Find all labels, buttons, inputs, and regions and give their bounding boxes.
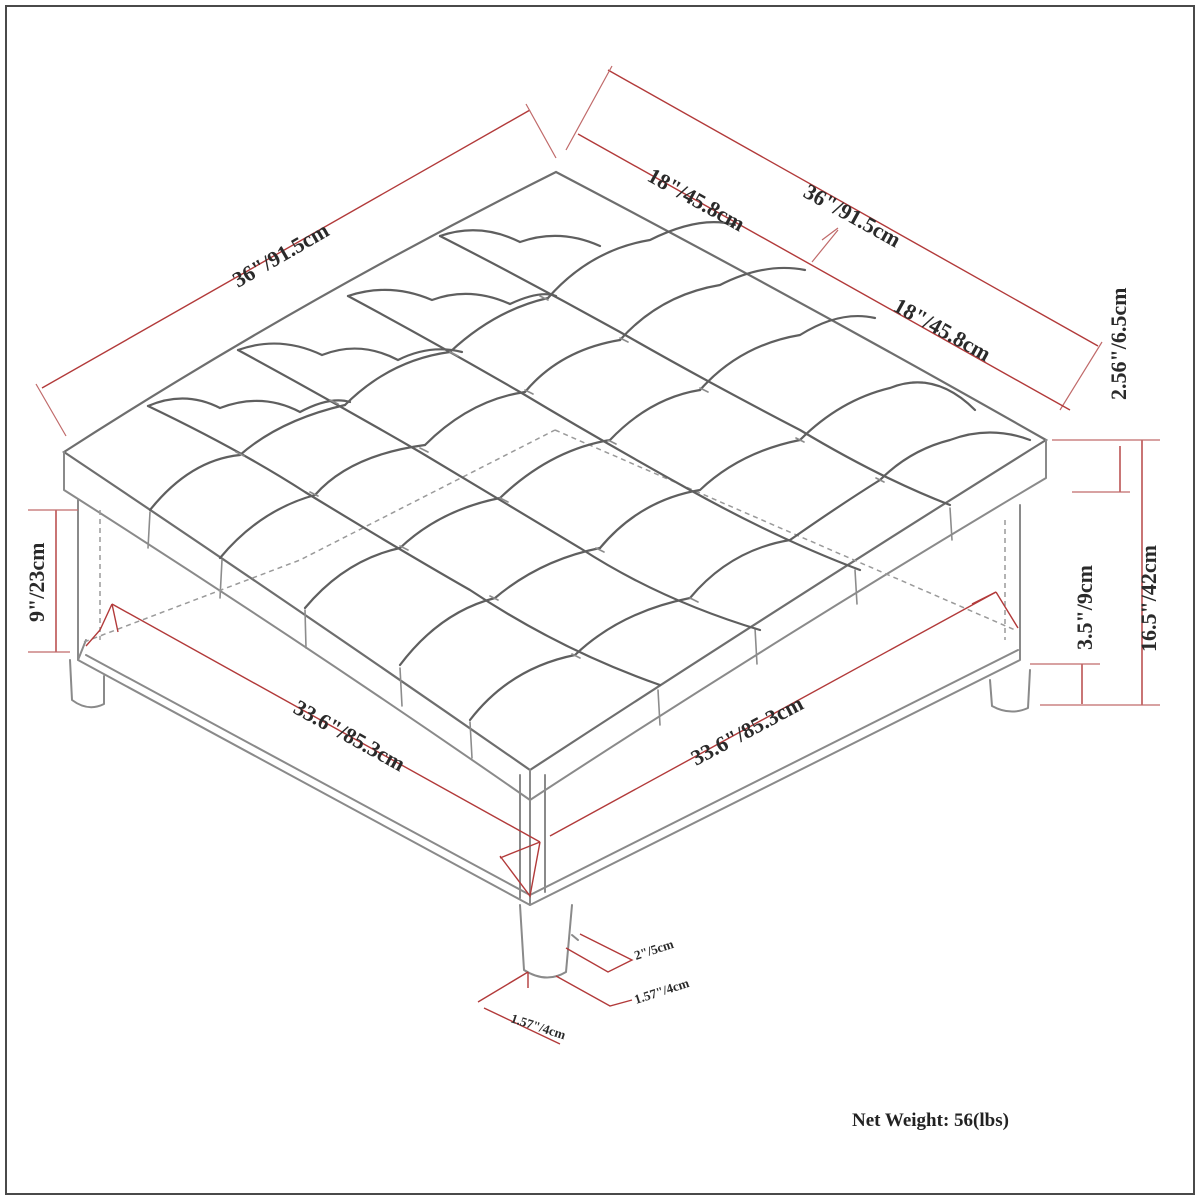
dimension-labels: 36"/91.5cm 36"/91.5cm 18"/45.8cm 18"/45.… (24, 163, 1161, 1131)
label-shelf-left: 33.6"/85.3cm (290, 695, 410, 777)
tuft-arc-c2 (618, 266, 807, 342)
dimension-lines (28, 65, 1160, 1045)
cushion-pleats-right (657, 507, 953, 726)
dim-base-height-ext (28, 509, 78, 653)
ottoman-body (61, 170, 1049, 979)
leg-front (519, 904, 573, 979)
dim-top-right (607, 69, 1099, 347)
tuft-arc-a3 (303, 496, 502, 610)
label-leg-height: 2"/5cm (632, 936, 675, 963)
tuft-arc-c3 (698, 315, 877, 392)
label-total-height: 16.5"/42cm (1136, 545, 1161, 652)
shelf-front (85, 649, 1019, 896)
tuft-arc-b2 (423, 338, 622, 447)
tuft-row-2 (236, 342, 464, 362)
dim-leg-depth (483, 972, 561, 1045)
label-half-upper: 18"/45.8cm (644, 163, 750, 237)
tuft-arc-c4 (798, 381, 977, 442)
label-top-right-width: 36"/91.5cm (800, 179, 906, 253)
tuft-arc-b3 (498, 388, 702, 500)
hidden-posts (99, 510, 1006, 640)
tuft-row-3 (346, 288, 558, 306)
leg-front-edge (571, 934, 579, 941)
label-base-height: 9"/23cm (24, 543, 49, 622)
cushion-top-outline (61, 170, 1049, 772)
tuft-seam-2 (236, 348, 762, 632)
dim-half-line (577, 133, 1071, 411)
leg-left (69, 659, 105, 709)
base-corner (77, 639, 87, 661)
dim-total-height-ext (1040, 439, 1160, 706)
cushion-front-right (529, 439, 1047, 801)
label-cushion-thickness: 2.56"/6.5cm (1106, 288, 1131, 400)
front-post (519, 774, 546, 899)
cushion-pleats-left (147, 511, 473, 759)
net-weight: Net Weight: 56(lbs) (852, 1110, 1009, 1131)
base-right-face (529, 504, 1021, 906)
tuft-arc-a5 (468, 596, 692, 722)
dim-top-right-ext (565, 65, 1103, 411)
tuft-row-4 (438, 229, 602, 248)
label-top-left-width: 36"/91.5cm (228, 217, 333, 292)
dim-shelf-left (111, 603, 541, 843)
dim-leg-width (477, 971, 633, 1007)
dim-top-left (41, 109, 531, 389)
dim-top-left-ext (35, 103, 557, 437)
image-frame (5, 5, 1195, 1195)
label-shelf-right: 33.6"/85.3cm (687, 690, 808, 770)
tuft-seam-4 (438, 234, 952, 507)
leg-right (989, 669, 1031, 713)
tuft-arc-c1 (546, 221, 737, 300)
tuft-arc-b5 (688, 478, 882, 600)
tuft-row-1 (146, 397, 352, 414)
label-half-lower: 18"/45.8cm (890, 293, 996, 367)
tuft-arc-a1 (148, 403, 347, 512)
cushion-front-left (63, 451, 531, 801)
tuft-seam-3 (346, 294, 862, 572)
dim-half-tick (811, 227, 839, 263)
tuft-arc-c5 (878, 431, 1032, 482)
tuft-arc-b4 (598, 438, 802, 550)
label-leg-depth: 1.57"/4cm (632, 975, 691, 1007)
label-leg-width: 1.57"/4cm (509, 1011, 568, 1043)
shelf-back-left (83, 429, 556, 643)
dim-shelf-left-arrows (85, 603, 541, 898)
dim-shelf-right-arrows (971, 591, 1019, 629)
label-leg-clearance: 3.5"/9cm (1072, 565, 1097, 650)
dim-leg-height (565, 933, 634, 973)
shelf-back-right (554, 429, 1016, 631)
dim-shelf-right (549, 591, 997, 837)
tuft-buttons (235, 295, 885, 659)
base-left-face (77, 499, 531, 906)
tufting (146, 221, 1032, 722)
